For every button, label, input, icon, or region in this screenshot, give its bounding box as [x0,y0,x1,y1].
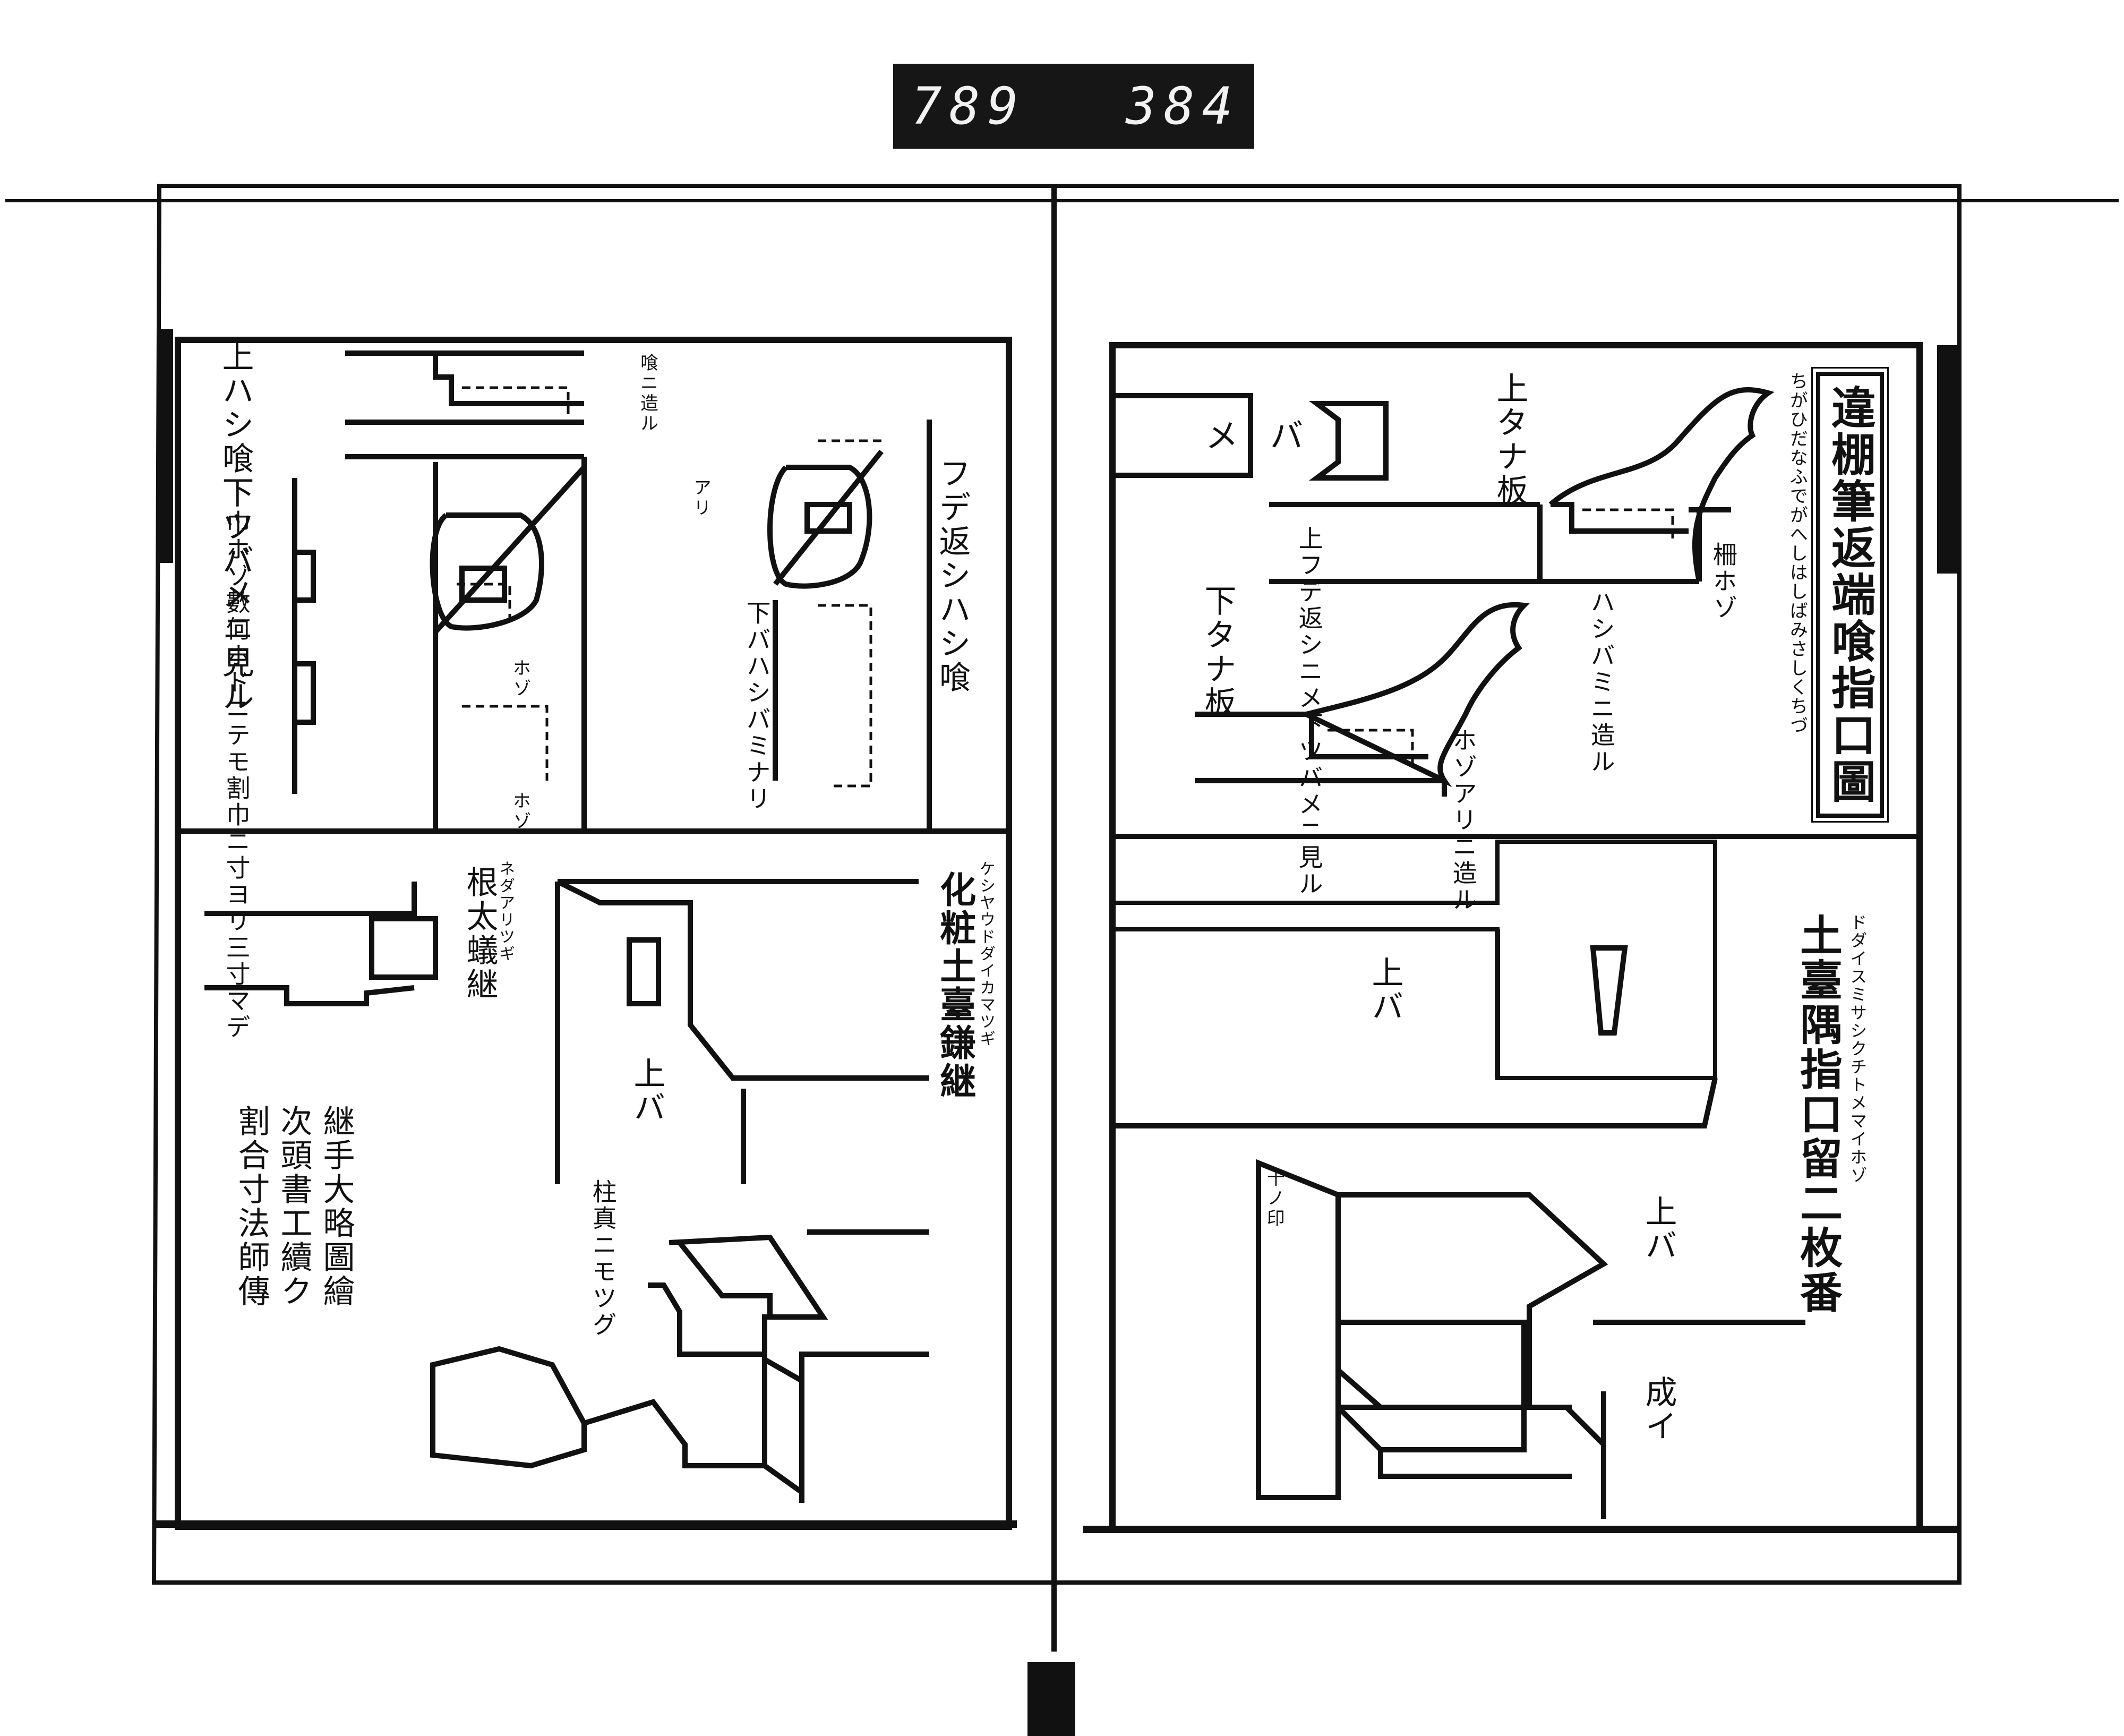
label-ueba-a: 上バ [1366,956,1403,1024]
label-kesho: 化粧土臺鎌継 [933,871,976,1100]
frame-counter: 789 384 [893,64,1254,149]
left-frame [175,337,1012,1530]
fig2-title-ruby-right: ドダイスミサシクチトメマイホゾ [1847,913,1868,1184]
label-kesho-ruby: ケシヤウドダイカマツギ [977,860,995,1047]
frame-number: 789 [911,76,1026,136]
page-number: 384 [1126,76,1240,136]
label-hashira: 柱真ニモツグ [588,1179,618,1338]
right-edge-shadow [1937,345,1958,574]
label-fudegaeshi-note: 上フデ返シニメ下ツバメニ見ル [1295,526,1324,897]
label-hozo-b: ホゾ [509,791,531,832]
label-nedaari: 根太蟻継 [461,866,498,1002]
colophon-line-2: 次頭書工續ク [275,1105,312,1309]
colophon-line-1: 継手大略圖繪 [318,1105,355,1309]
spine-tab [1027,1662,1075,1736]
label-side-note: 巾ホゾ數何ホドニテモ割巾ニ寸ヨリ三寸マデ [222,510,251,1041]
title-ruby: ちがひだなふでがへしはしばみさしくちづ [1786,372,1808,735]
label-ueba-b: 上バ [1640,1195,1677,1263]
label-ueba-left: 上バ [628,1057,665,1125]
colophon-line-3: 割合寸法師傳 [233,1105,270,1309]
fig2-title-right: 土臺隅指口留二枚番 [1793,913,1843,1315]
book-outline [151,184,1962,1585]
label-tsuka-hozo: 柵ホゾ [1709,542,1738,621]
label-hashibami: ハシバミニ造ル [1587,589,1616,775]
label-meba: メバ [1205,416,1335,455]
label-fude-note: フデ返シハシ喰 [933,457,971,695]
left-edge-shadow [157,329,173,563]
label-mark: 十ノ印 [1263,1168,1285,1229]
label-top-note: 上ハシ喰下ツバメニ見ル [217,340,254,714]
label-ari-hozo: ホゾアリニ造ル [1449,728,1478,913]
label-nedaari-ruby: ネダアリツギ [496,860,515,962]
label-shita-note: 下バハシバミナリ [742,600,772,813]
label-upper-tag: 喰ニ造ル [637,353,658,434]
label-ari: アリ [690,478,712,518]
title-cartouche: 違棚筆返端喰指口圖 [1811,367,1889,823]
label-nari: 成イ [1640,1375,1677,1443]
label-hozo-a: ホゾ [509,659,531,699]
page-title: 違棚筆返端喰指口圖 [1824,384,1877,805]
label-lower-shelf: 下タナ板 [1199,584,1236,720]
label-upper-shelf: 上タナ板 [1491,372,1528,508]
